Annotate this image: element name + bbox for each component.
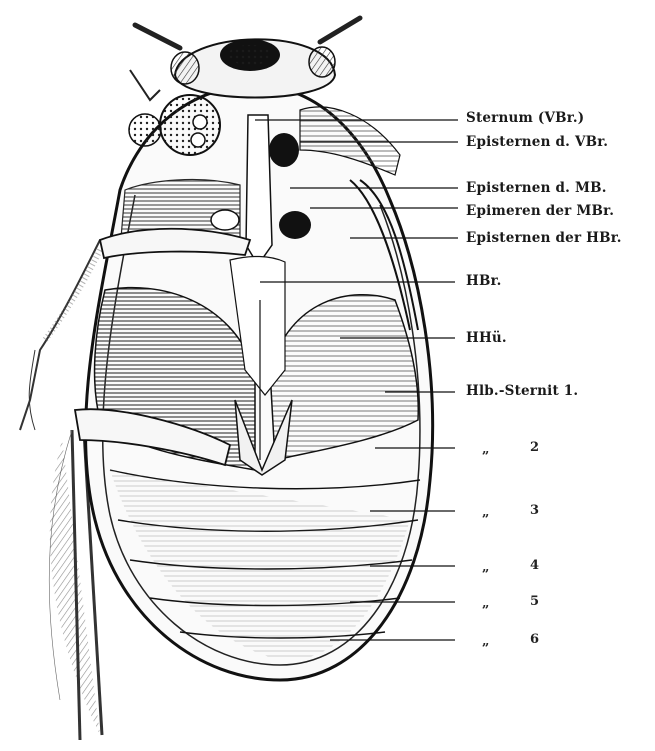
- ditto-5: „: [482, 596, 489, 611]
- head: [135, 18, 360, 98]
- label-sternum: Sternum (VBr.): [466, 110, 584, 126]
- label-episternen-vbr: Episternen d. VBr.: [466, 134, 608, 150]
- label-sternit1: Hlb.-Sternit 1.: [466, 383, 578, 399]
- segment-number-2: 2: [530, 440, 539, 455]
- segment-number-4: 4: [530, 558, 539, 573]
- label-episternen-mb: Episternen d. MB.: [466, 180, 607, 196]
- label-hhu: HHü.: [466, 330, 507, 346]
- ditto-2: „: [482, 442, 489, 457]
- label-hbr: HBr.: [466, 273, 502, 289]
- segment-number-5: 5: [530, 594, 539, 609]
- label-episternen-hbr: Episternen der HBr.: [466, 230, 622, 246]
- label-epimeren-mbr: Epimeren der MBr.: [466, 203, 614, 219]
- segment-number-3: 3: [530, 503, 539, 518]
- ditto-6: „: [482, 634, 489, 649]
- ditto-3: „: [482, 505, 489, 520]
- ditto-4: „: [482, 560, 489, 575]
- segment-number-6: 6: [530, 632, 539, 647]
